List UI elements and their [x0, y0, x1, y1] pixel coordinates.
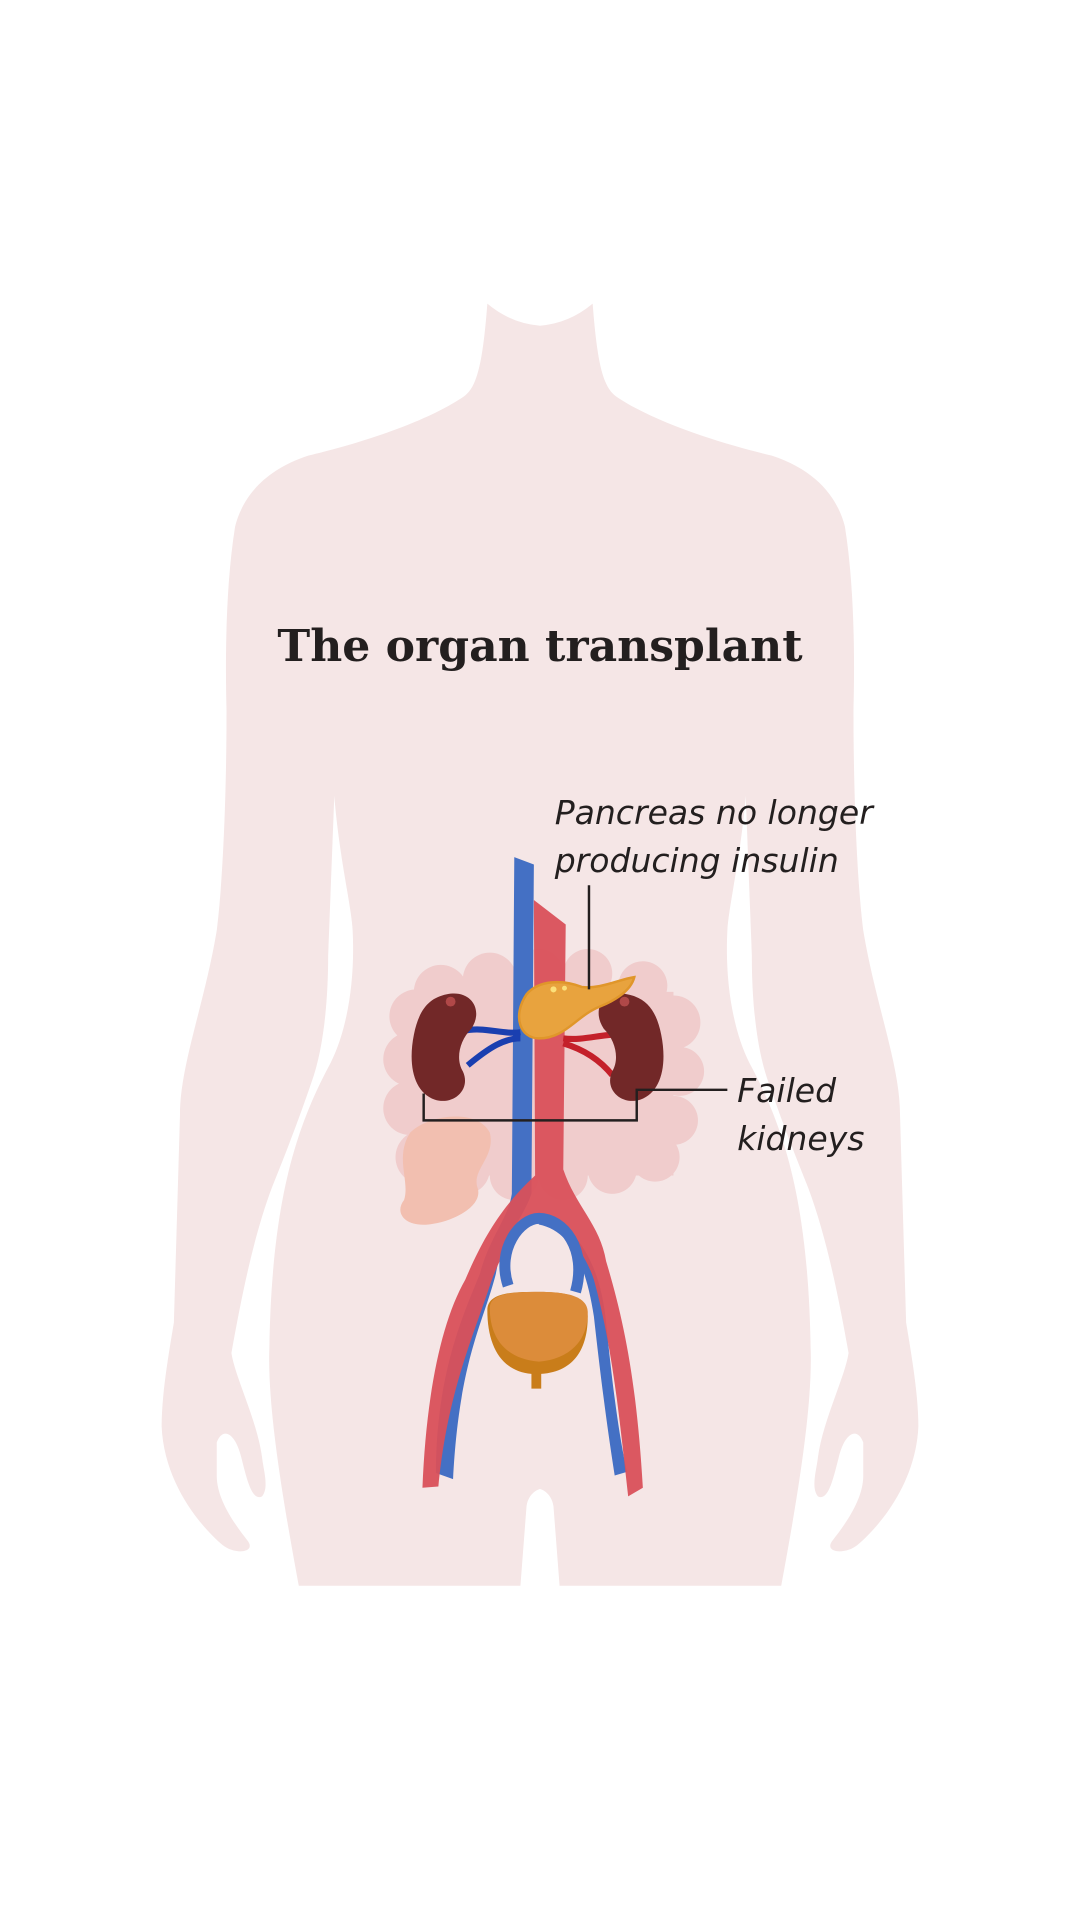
- right-kidney: [598, 993, 664, 1101]
- kidneys-callout-bracket: [422, 1088, 728, 1122]
- pelvic-vein-loop: [499, 1212, 585, 1294]
- bladder-highlight: [489, 1291, 588, 1362]
- colon-segment: [400, 1116, 491, 1225]
- kidneys-label-line2: kidneys: [737, 1119, 864, 1158]
- pancreas-label-line2: producing insulin: [554, 841, 839, 880]
- pancreas-label-line1: Pancreas no longer: [555, 793, 876, 832]
- aorta: [422, 900, 643, 1497]
- kidneys-label-line1: Failed: [737, 1071, 837, 1110]
- kidneys: [411, 993, 664, 1101]
- diagram-title: The organ transplant: [277, 621, 803, 672]
- pancreas: [517, 975, 636, 1040]
- left-kidney: [411, 993, 477, 1101]
- body-silhouette: [161, 303, 919, 1586]
